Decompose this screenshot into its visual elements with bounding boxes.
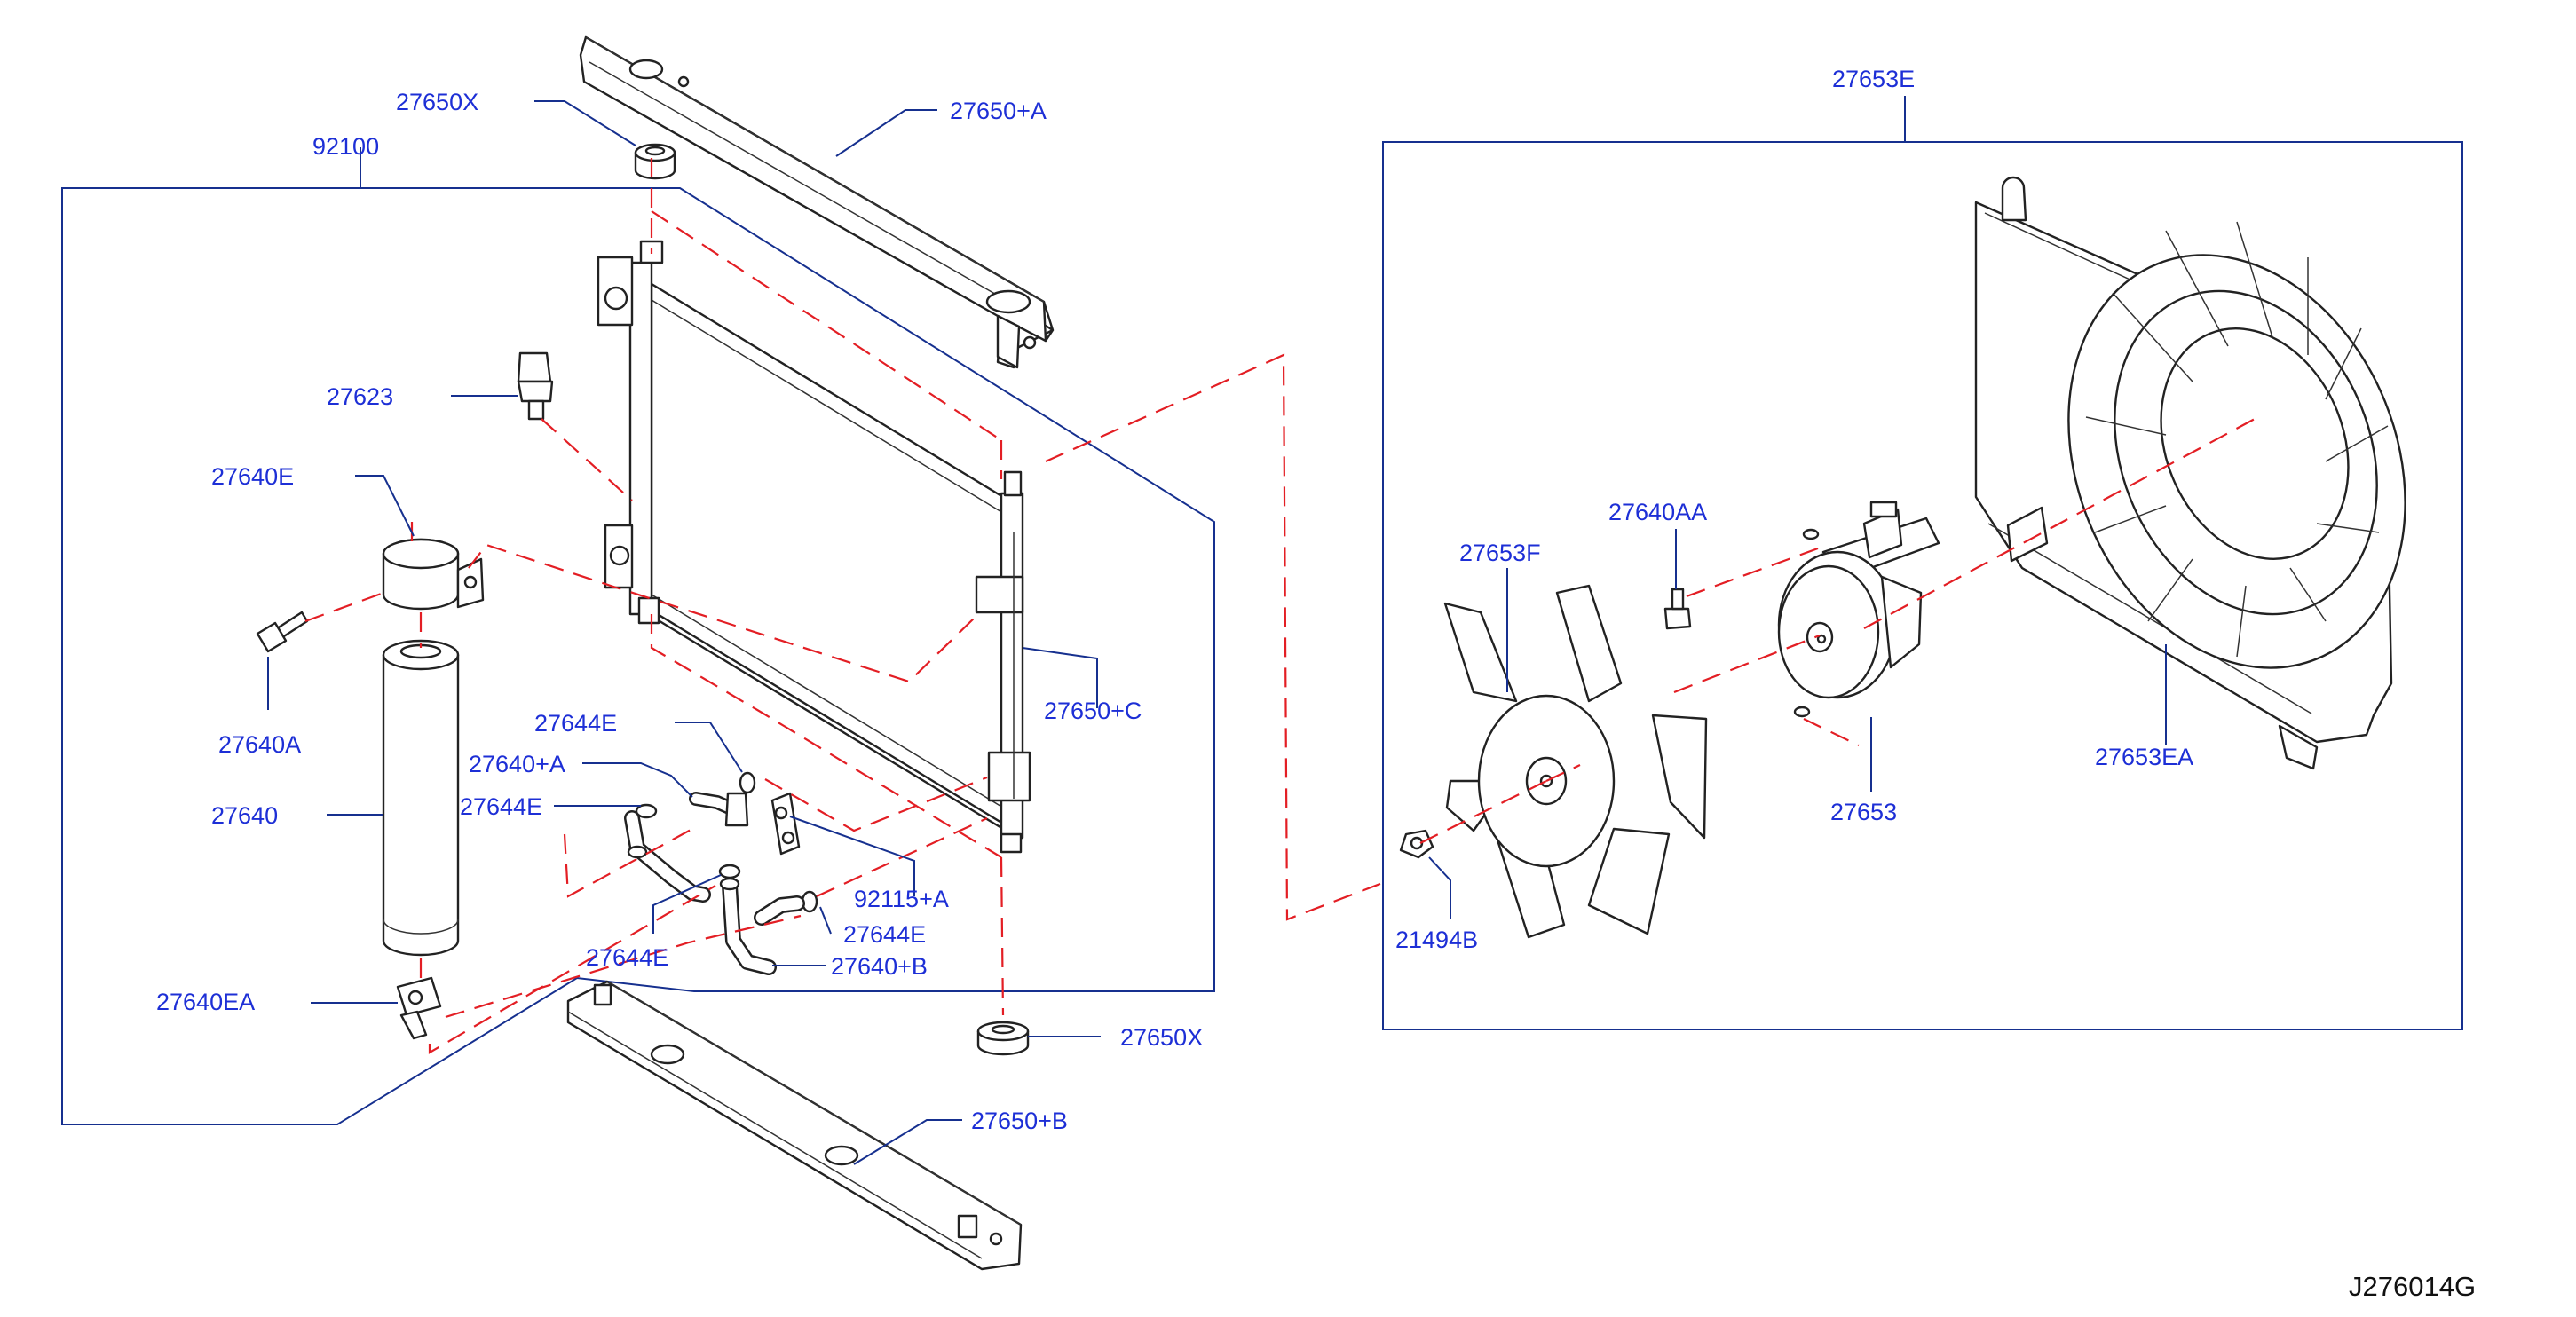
pipe-27640b (719, 877, 805, 975)
leader-lines (267, 96, 2167, 1165)
clamp-bracket-27640e (382, 538, 485, 611)
label-27640ea: 27640EA (156, 989, 255, 1015)
fan-shroud-27653ea (1974, 176, 2406, 770)
fan-motor-27653 (1777, 501, 1940, 718)
bolt-27640a (256, 611, 309, 653)
group-frame-27653e (1382, 141, 2463, 1030)
label-27640-a: 27640+A (469, 751, 565, 777)
nut-21494b (1399, 829, 1434, 859)
label-92100: 92100 (312, 133, 379, 160)
label-27644e-1: 27644E (534, 710, 617, 737)
label-27653ea: 27653EA (2095, 744, 2193, 770)
label-92115-a: 92115+A (854, 886, 949, 912)
assembly-dashed-lines (304, 158, 2256, 1054)
label-27653f: 27653F (1459, 540, 1541, 566)
label-27650x-bottom: 27650X (1120, 1024, 1203, 1051)
label-27650a: 27650+A (950, 98, 1047, 124)
label-27644e-3: 27644E (586, 944, 668, 971)
rubber-mount-bottom-27650x (976, 1021, 1030, 1056)
label-27644e-4: 27644E (843, 921, 926, 948)
condenser-core (597, 240, 1031, 854)
pipe-27640a (624, 792, 749, 903)
label-27640-b: 27640+B (831, 953, 928, 980)
label-21494b: 21494B (1395, 927, 1478, 953)
drawing-code: J276014G (2349, 1271, 2476, 1302)
label-27650x-top: 27650X (396, 89, 478, 115)
lower-bracket-27650b (566, 980, 1023, 1271)
bolt-27640aa (1663, 588, 1692, 630)
rubber-mount-top-27650x (634, 143, 676, 180)
pressure-switch-27623 (517, 351, 554, 421)
label-27640e: 27640E (211, 463, 294, 490)
upper-bracket-27650a (579, 35, 1055, 369)
label-27653: 27653 (1830, 799, 1897, 825)
lower-bracket-27640ea (396, 976, 442, 1040)
group-frame-92100 (61, 187, 1215, 1125)
plate-92115a (770, 792, 801, 856)
label-27623: 27623 (327, 383, 393, 410)
label-27653e: 27653E (1832, 66, 1915, 92)
label-27650c: 27650+C (1044, 698, 1142, 724)
label-27650b: 27650+B (971, 1108, 1068, 1134)
part-labels: 27650X 92100 27650+A 27623 27640E 27640A… (156, 66, 2193, 1134)
receiver-drier-27640 (382, 639, 460, 957)
label-27644e-2: 27644E (460, 793, 542, 820)
label-27640aa: 27640AA (1608, 499, 1707, 525)
label-27640: 27640 (211, 802, 278, 829)
fan-blade-27653f (1443, 584, 1708, 939)
o-rings-27644e (635, 771, 818, 913)
label-27640a: 27640A (218, 731, 301, 758)
